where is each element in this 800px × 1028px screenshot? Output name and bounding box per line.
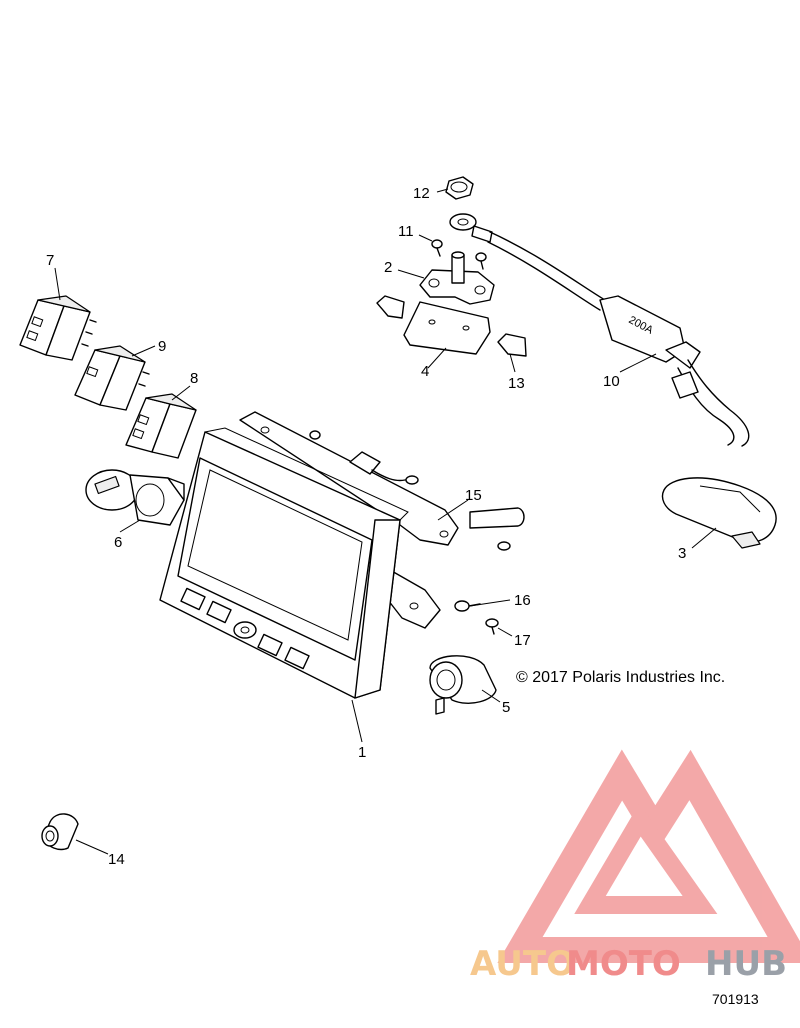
callout-11: 11 <box>398 223 414 240</box>
part-15-plug <box>469 507 525 551</box>
part-7-rocker-switch <box>19 295 97 361</box>
part-3-cover <box>661 477 777 549</box>
copyright-notice: © 2017 Polaris Industries Inc. <box>516 669 725 686</box>
part-8-rocker-switch <box>125 393 197 459</box>
callout-3: 3 <box>678 545 686 562</box>
watermark-part3: HUB <box>705 944 787 984</box>
callout-14: 14 <box>108 851 125 868</box>
callout-17: 17 <box>514 632 531 649</box>
part-12-nut <box>445 176 474 200</box>
part-4-bracket <box>403 301 491 355</box>
document-number: 701913 <box>712 991 759 1007</box>
callout-7: 7 <box>46 252 54 269</box>
callout-5: 5 <box>502 699 510 716</box>
watermark-part1: AUTO <box>470 944 575 984</box>
callout-16: 16 <box>514 592 531 609</box>
callout-9: 9 <box>158 338 166 355</box>
callout-4: 4 <box>421 363 429 380</box>
callout-13: 13 <box>508 375 525 392</box>
callout-1: 1 <box>358 744 366 761</box>
watermark-part2: MOTO <box>566 944 681 984</box>
callout-12: 12 <box>413 185 430 202</box>
leader-lines <box>54 188 717 855</box>
part-9-rocker-switch <box>74 345 150 411</box>
part-10-cable: 200A <box>449 213 750 447</box>
callout-15: 15 <box>465 487 482 504</box>
callout-6: 6 <box>114 534 122 551</box>
callout-8: 8 <box>190 370 198 387</box>
watermark-logo <box>497 749 800 963</box>
part-13-clip-nut <box>376 295 527 357</box>
callout-labels: 1 2 3 4 5 6 7 8 9 10 11 12 13 14 15 16 1… <box>46 185 686 868</box>
part-11-screw <box>431 239 487 270</box>
part-2-stud-terminal <box>419 251 495 305</box>
part-5-power-outlet <box>429 655 497 715</box>
part-6-ignition-switch <box>85 469 185 526</box>
part-14-indicator <box>41 813 79 851</box>
callout-2: 2 <box>384 259 392 276</box>
part-16-bolt <box>454 600 481 612</box>
callout-10: 10 <box>603 373 620 390</box>
watermark-text: AUTO MOTO HUB <box>470 944 787 984</box>
part-17-screw <box>485 618 499 635</box>
part-1-display-panel <box>159 411 459 699</box>
harness-connector <box>309 430 419 485</box>
